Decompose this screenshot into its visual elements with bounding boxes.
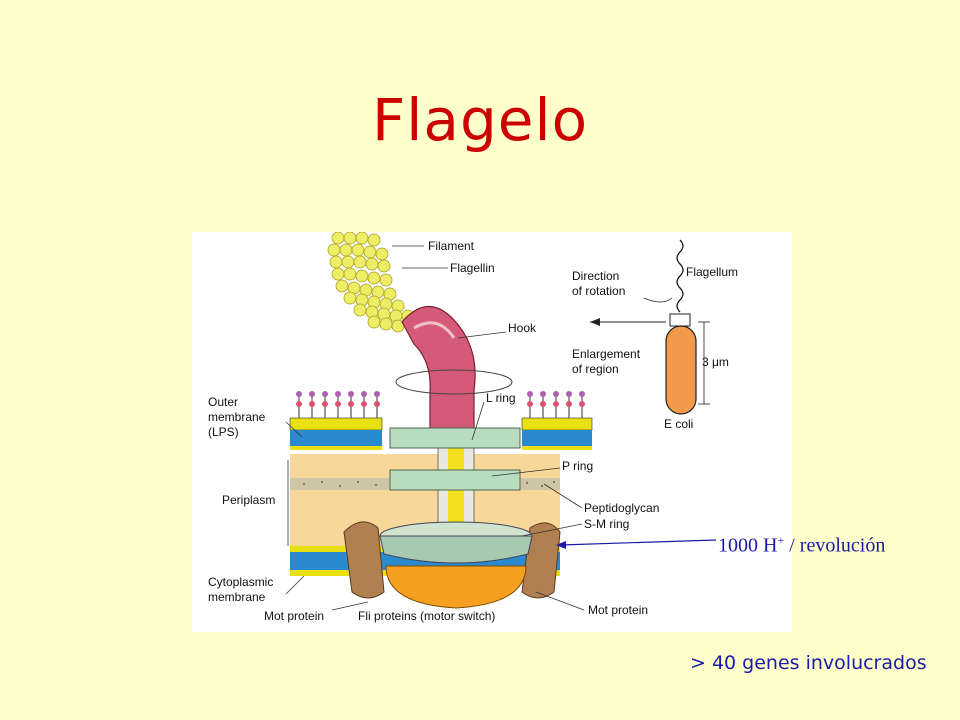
label-direction-1: Direction — [572, 269, 619, 283]
label-flagellum: Flagellum — [686, 265, 738, 279]
rotation-arrow — [395, 369, 513, 395]
mot-protein-right — [521, 522, 561, 599]
label-direction-2: of rotation — [572, 284, 625, 298]
outer-membrane-left — [289, 391, 383, 450]
proton-superscript: + — [777, 533, 785, 547]
label-flagellin: Flagellin — [450, 261, 495, 275]
label-periplasm: Periplasm — [222, 493, 275, 507]
mot-protein-left — [343, 521, 385, 599]
slide-title: Flagelo — [371, 86, 589, 154]
l-ring — [389, 427, 521, 449]
hook — [401, 305, 476, 433]
label-fli-proteins: Fli proteins (motor switch) — [358, 609, 495, 623]
label-sm-ring: S-M ring — [584, 517, 629, 531]
label-l-ring: L ring — [486, 391, 516, 405]
outer-membrane-right — [521, 391, 593, 450]
flagellum-diagram: Filament Flagellin Hook Outer membrane (… — [192, 232, 792, 632]
proton-annotation: 1000 H+ / revolución — [718, 533, 885, 558]
label-peptidoglycan: Peptidoglycan — [584, 501, 659, 515]
flagellin-filament — [327, 232, 415, 333]
label-scale: 3 μm — [702, 355, 729, 369]
label-ecoli: E coli — [664, 417, 693, 431]
p-ring — [389, 469, 521, 491]
label-enlargement-2: of region — [572, 362, 619, 376]
label-cytoplasmic-2: membrane — [208, 590, 266, 604]
label-mot-protein-right: Mot protein — [588, 603, 648, 617]
genes-note: > 40 genes involucrados — [690, 652, 927, 674]
label-p-ring: P ring — [562, 459, 593, 473]
label-outer-membrane-1: Outer — [208, 395, 238, 409]
label-enlargement-1: Enlargement — [572, 347, 641, 361]
flagellum-diagram-svg: Filament Flagellin Hook Outer membrane (… — [208, 232, 738, 623]
fli-proteins — [385, 565, 527, 609]
proton-suffix: / revolución — [784, 534, 886, 557]
label-hook: Hook — [508, 321, 537, 335]
proton-prefix: 1000 H — [718, 534, 778, 557]
label-cytoplasmic-1: Cytoplasmic — [208, 575, 273, 589]
ecoli-inset — [590, 239, 710, 415]
label-filament: Filament — [428, 239, 475, 253]
label-mot-protein-left: Mot protein — [264, 609, 324, 623]
label-outer-membrane-3: (LPS) — [208, 425, 239, 439]
label-outer-membrane-2: membrane — [208, 410, 266, 424]
